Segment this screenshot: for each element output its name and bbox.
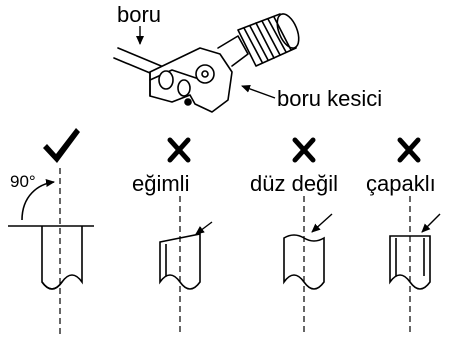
panel-slanted-cut xyxy=(159,196,201,336)
panel-uneven-cut xyxy=(283,196,325,336)
panel-burred-cut xyxy=(389,196,431,336)
pipe-cutter-illustration xyxy=(113,13,300,113)
caption-slanted: eğimli xyxy=(132,171,189,196)
cutter-label: boru kesici xyxy=(277,86,382,111)
caption-uneven: düz değil xyxy=(250,171,338,196)
caption-burred: çapaklı xyxy=(366,171,436,196)
pipe-label: boru xyxy=(117,2,161,27)
angle-arc-arrow xyxy=(21,179,55,221)
cross-icon xyxy=(292,137,316,163)
cutter-label-arrow xyxy=(241,84,276,99)
angle-label: 90° xyxy=(10,172,36,191)
panel-correct-cut xyxy=(8,168,94,336)
cross-icon xyxy=(397,137,421,163)
burred-arrow xyxy=(421,213,441,233)
cross-icon xyxy=(167,137,191,163)
uneven-arrow xyxy=(311,213,333,233)
slanted-arrow xyxy=(195,221,213,235)
check-icon xyxy=(43,128,80,163)
